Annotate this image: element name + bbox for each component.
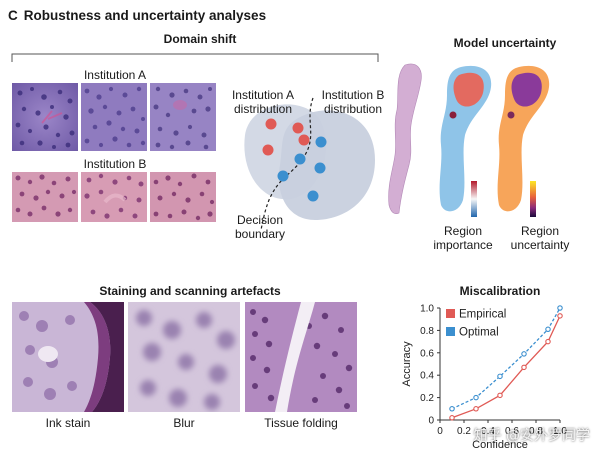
x-tick-label: 0.8 — [529, 426, 543, 437]
series-line-optimal — [451, 307, 561, 410]
importance-colorbar — [471, 181, 477, 217]
tissue-folding-label: Tissue folding — [264, 416, 338, 430]
data-point-optimal — [497, 373, 503, 380]
institution-b-distribution-label: Institution B distribution — [321, 88, 385, 116]
model-uncertainty-panel — [388, 63, 550, 217]
ink-stain-label: Ink stain — [45, 416, 91, 430]
x-tick-label: 0.4 — [481, 426, 495, 437]
figure-title: C Robustness and uncertainty analyses — [8, 8, 266, 23]
x-tick-label: 0.6 — [505, 426, 519, 437]
institution-a-label: Institution A — [83, 68, 147, 82]
blue-point — [294, 153, 306, 165]
importance-hotspot — [453, 72, 484, 107]
importance-map — [439, 65, 492, 212]
blur-label: Blur — [173, 416, 195, 430]
red-point — [292, 122, 304, 134]
y-tick-label: 0.2 — [420, 393, 434, 404]
panel-title: Robustness and uncertainty analyses — [23, 8, 267, 23]
tissue-slide — [388, 63, 422, 215]
institution-a-tile-3 — [150, 83, 216, 151]
watermark: 知乎 @安外罗同学 — [473, 428, 590, 444]
institution-a-distribution-label: Institution A distribution — [231, 88, 295, 116]
y-axis-label: Accuracy — [401, 341, 413, 387]
institution-b-label: Institution B — [83, 157, 147, 171]
data-point-optimal — [449, 406, 455, 412]
institution-a-tile-1 — [12, 83, 78, 151]
data-point-optimal — [521, 351, 527, 357]
red-point — [262, 144, 274, 156]
institution-b-tile-2 — [81, 172, 147, 222]
y-tick-label: 0 — [428, 416, 434, 427]
blue-point — [277, 170, 289, 182]
y-tick-label: 0.4 — [420, 371, 434, 382]
distribution-diagram — [244, 97, 375, 231]
data-point-empirical — [449, 415, 455, 421]
institution-a-tile-2 — [81, 83, 147, 151]
legend-label-optimal: Optimal — [459, 327, 499, 339]
blue-point — [314, 162, 326, 174]
y-tick-label: 0.8 — [420, 326, 434, 337]
institution-a-distribution-blob — [244, 104, 326, 200]
data-point-empirical — [557, 313, 563, 319]
data-point-empirical — [521, 364, 527, 371]
series-line-empirical — [451, 315, 561, 419]
data-point-empirical — [473, 406, 479, 412]
panel-letter: C — [8, 8, 18, 23]
x-axis-label: Confidence — [472, 439, 528, 451]
institution-b-tile-3 — [150, 172, 216, 222]
x-tick-label: 0.2 — [457, 426, 471, 437]
blue-point — [315, 136, 327, 148]
red-point — [265, 118, 277, 130]
uncertainty-map — [497, 65, 550, 212]
region-uncertainty-label: Region uncertainty — [510, 224, 570, 252]
blur-image — [128, 302, 240, 412]
institution-b-tile-1 — [12, 172, 78, 222]
ink-stain-image — [12, 302, 124, 412]
tissue-folding-image — [245, 302, 357, 412]
y-tick-label: 0.6 — [420, 348, 434, 359]
model-uncertainty-title: Model uncertainty — [453, 36, 557, 50]
uncertainty-colorbar — [530, 181, 536, 217]
red-point — [298, 134, 310, 146]
legend-swatch-empirical — [446, 309, 455, 318]
data-point-optimal — [545, 326, 551, 333]
data-point-empirical — [545, 338, 551, 345]
decision-boundary-line — [260, 97, 314, 231]
x-tick-label: 0 — [437, 426, 443, 437]
data-point-empirical — [497, 392, 503, 399]
x-tick-label: 1.0 — [553, 426, 567, 437]
domain-shift-title: Domain shift — [163, 32, 237, 46]
miscalibration-title: Miscalibration — [459, 284, 541, 298]
y-tick-label: 1.0 — [420, 304, 434, 315]
decision-boundary-label: Decision boundary — [234, 213, 286, 241]
data-point-optimal — [473, 394, 479, 401]
legend-swatch-optimal — [446, 327, 455, 336]
uncertainty-hotspot — [511, 72, 542, 107]
data-point-optimal — [557, 305, 563, 311]
legend-label-empirical: Empirical — [459, 309, 506, 321]
blue-point — [307, 190, 319, 202]
region-importance-label: Region importance — [433, 224, 493, 252]
artefacts-title: Staining and scanning artefacts — [99, 284, 281, 298]
